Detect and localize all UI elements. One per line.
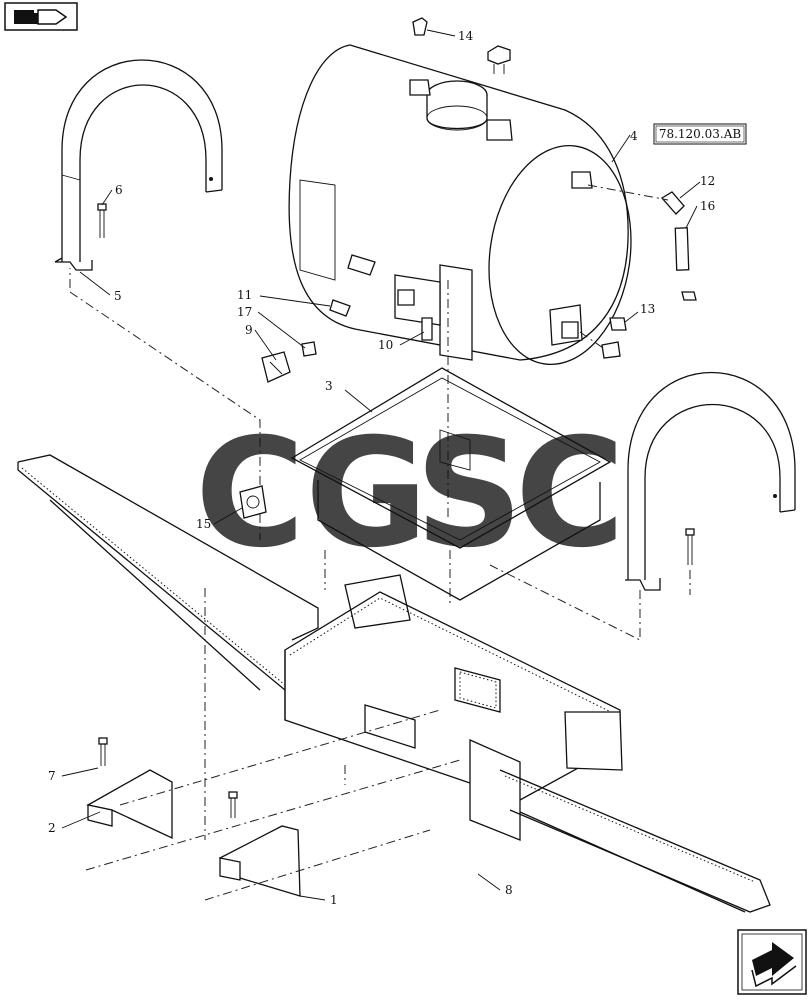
bracket-1 (218, 825, 301, 897)
fitting-14 (412, 17, 428, 36)
callout-6: 6 (115, 183, 123, 197)
next-page-arrow-icon[interactable] (737, 929, 807, 995)
callout-1: 1 (330, 893, 338, 907)
reference-box-label: 78.120.03.AB (659, 127, 742, 141)
callout-leaders (61, 29, 701, 901)
fitting-17 (301, 341, 317, 357)
valve-9 (261, 351, 291, 383)
callout-10: 10 (378, 338, 393, 352)
callout-11: 11 (237, 288, 252, 302)
folder-back-icon[interactable] (4, 2, 78, 31)
sensor-11 (329, 299, 351, 317)
watermark-letter-g: G (305, 407, 428, 581)
callouts: 14 4 6 5 12 16 13 11 17 9 10 3 15 7 2 1 … (48, 29, 715, 907)
screw-6 (97, 203, 107, 238)
callout-14: 14 (458, 29, 474, 43)
watermark-letter-c2: C (515, 407, 625, 581)
callout-12: 12 (700, 174, 715, 188)
clamp-15 (239, 485, 267, 519)
bolt-7 (98, 737, 108, 766)
bolt-right-strap (685, 528, 695, 565)
callout-3: 3 (325, 379, 333, 393)
watermark-letter-s: S (415, 407, 523, 581)
cap-13 (601, 317, 627, 359)
fill-plug (487, 45, 511, 74)
callout-17: 17 (237, 305, 252, 319)
callout-16: 16 (700, 199, 715, 213)
tank-strap-left (54, 59, 223, 271)
elbow-fitting-12 (660, 191, 685, 215)
tank-strap-right (625, 372, 796, 591)
callout-4: 4 (630, 129, 638, 143)
hydraulic-tank (288, 44, 632, 366)
hose-16 (674, 227, 697, 301)
bolt-lower (228, 791, 238, 818)
callout-13: 13 (640, 302, 655, 316)
callout-5: 5 (114, 289, 122, 303)
reference-box[interactable]: 78.120.03.AB (653, 123, 747, 145)
callout-8: 8 (505, 883, 513, 897)
callout-9: 9 (245, 323, 253, 337)
callout-7: 7 (48, 769, 56, 783)
tank-bracket-3 (290, 367, 612, 601)
callout-2: 2 (48, 821, 56, 835)
bracket-2 (86, 769, 173, 840)
fitting-10 (421, 317, 433, 341)
callout-15: 15 (196, 517, 211, 531)
chassis-frame (17, 454, 771, 913)
